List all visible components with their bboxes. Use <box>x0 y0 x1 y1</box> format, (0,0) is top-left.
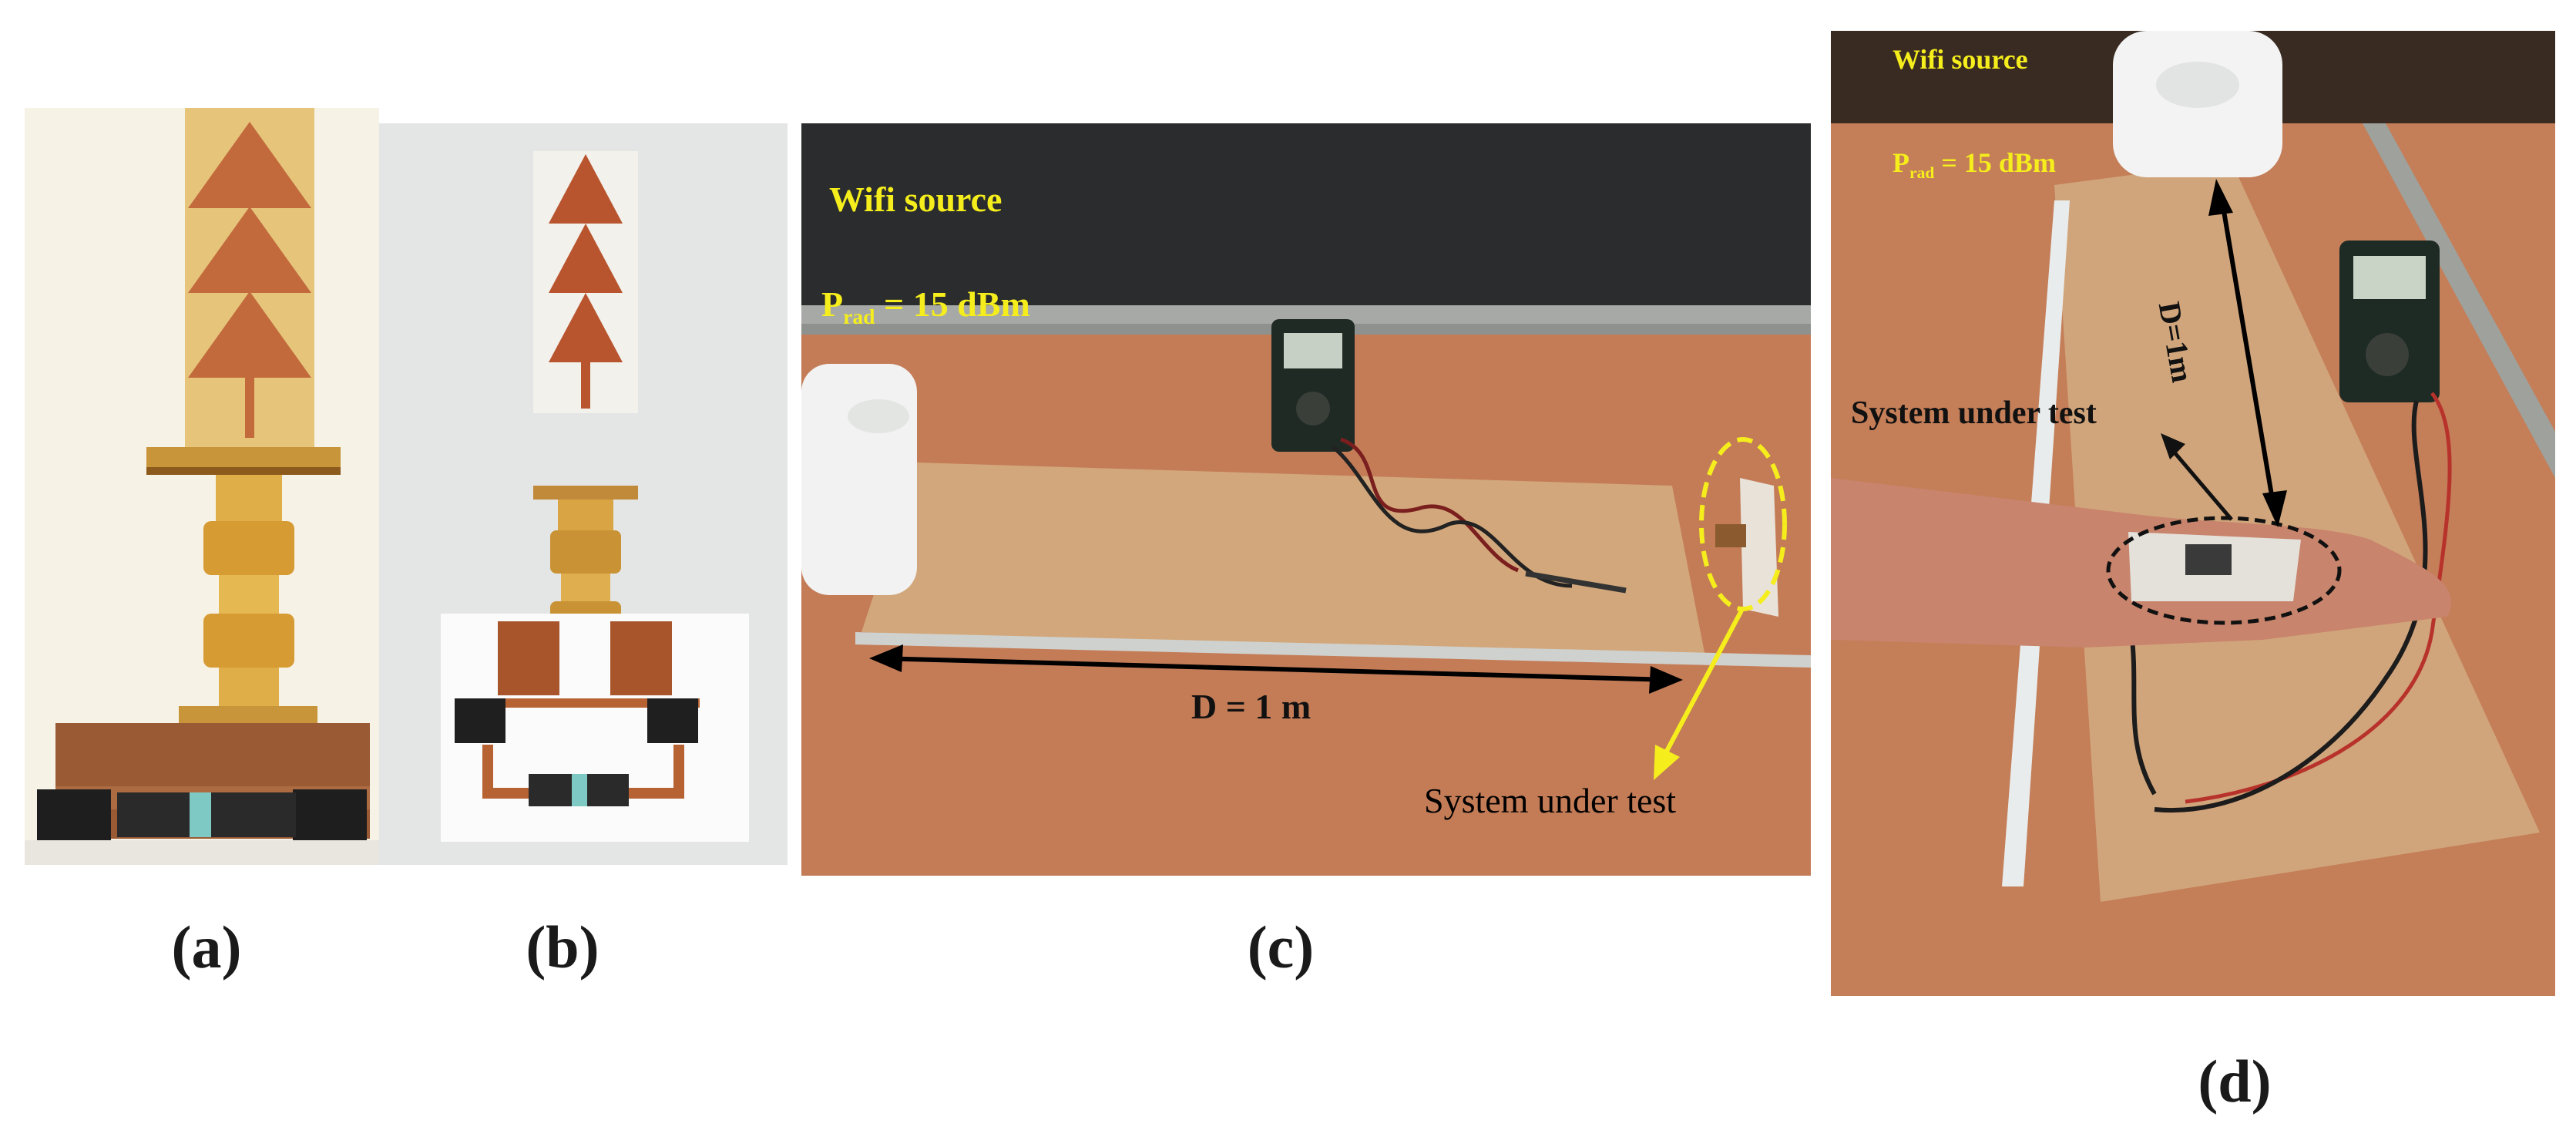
system-under-test <box>1740 478 1778 617</box>
sma-connector <box>216 475 282 521</box>
inductor <box>211 792 296 837</box>
photo-antenna-b <box>379 123 788 865</box>
power-subscript: rad <box>843 304 875 329</box>
photo-antenna-a <box>25 108 379 865</box>
antenna-triangle <box>188 122 311 208</box>
inductor <box>117 792 202 837</box>
power-value: = 15 dBm <box>1941 147 2056 178</box>
highlight-ellipse <box>1699 437 1787 611</box>
ruler <box>855 632 1811 668</box>
power-value: = 15 dBm <box>884 284 1030 324</box>
antenna-triangle <box>188 291 311 378</box>
capacitor <box>647 698 698 743</box>
power-symbol: P <box>1893 147 1909 178</box>
capacitor <box>293 789 367 840</box>
wifi-source-label: Wifi source <box>1893 44 2028 75</box>
antenna-triangle <box>549 154 623 224</box>
distance-arrow <box>2218 192 2277 514</box>
power-subscript: rad <box>1909 163 1935 183</box>
test-wire <box>1340 437 1519 573</box>
antenna-triangle <box>188 207 311 293</box>
distance-label: D = 1 m <box>1191 687 1312 726</box>
highlight-ellipse <box>2106 516 2342 625</box>
photo-setup-arm: Wifi source Prad = 15 dBm D=1m System un… <box>1831 31 2555 996</box>
power-label: Prad = 15 dBm <box>821 284 1030 329</box>
caption-a: (a) <box>171 913 242 981</box>
capacitor <box>37 789 111 840</box>
capacitor <box>455 698 505 743</box>
power-label: Prad = 15 dBm <box>1893 146 2056 183</box>
photo-setup-desk: Wifi source Prad = 15 dBm D = 1 m System… <box>801 123 1811 876</box>
wooden-board <box>861 463 1707 664</box>
test-wire <box>2154 400 2428 812</box>
distance-arrow <box>878 656 1673 682</box>
sma-flange <box>146 447 341 470</box>
power-symbol: P <box>821 284 844 324</box>
antenna-triangle <box>549 224 623 293</box>
copper-pad <box>610 621 672 695</box>
caption-b: (b) <box>526 913 599 981</box>
wifi-router <box>801 364 917 595</box>
system-under-test-label: System under test <box>1424 781 1677 820</box>
caption-c: (c) <box>1247 913 1315 981</box>
antenna-triangle <box>549 293 623 362</box>
test-wire <box>1332 446 1573 588</box>
wifi-source-label: Wifi source <box>829 180 1003 219</box>
caption-d: (d) <box>2198 1048 2272 1115</box>
system-under-test-label: System under test <box>1851 395 2097 431</box>
copper-pad <box>498 621 559 695</box>
